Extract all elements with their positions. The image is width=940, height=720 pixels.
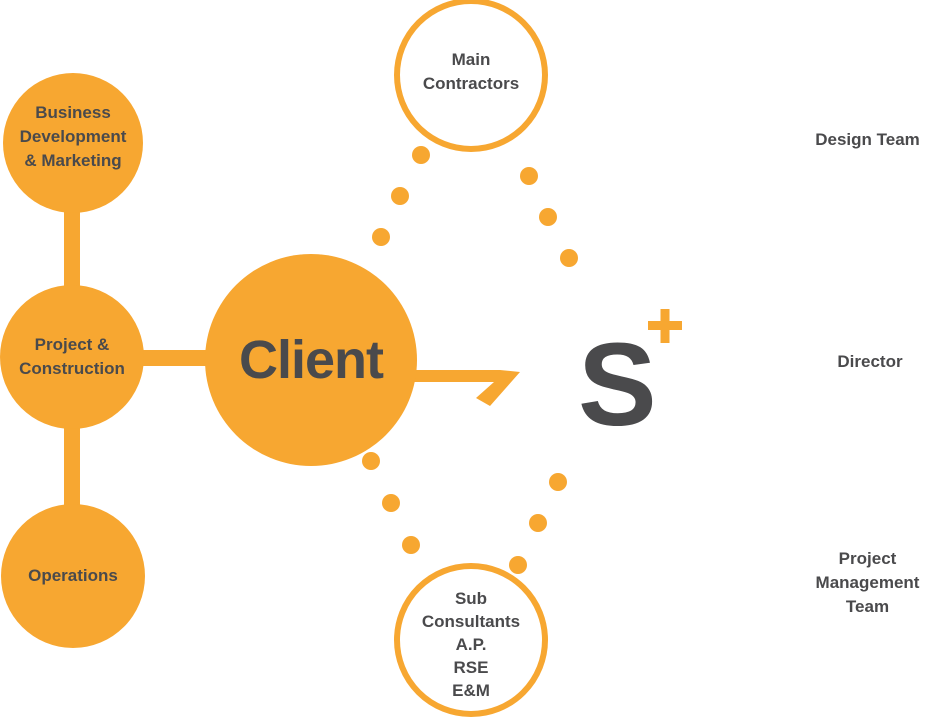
dot (539, 208, 557, 226)
business-development-circle (3, 73, 143, 213)
dot (560, 249, 578, 267)
client-arrow (395, 370, 520, 406)
dot (520, 167, 538, 185)
dot (402, 536, 420, 554)
operations-label: Operations (28, 566, 118, 585)
main-contractors-label: Main Contractors (422, 50, 520, 93)
dot (549, 473, 567, 491)
dot (509, 556, 527, 574)
vertical-connector-top (64, 205, 80, 300)
client-circle (205, 254, 417, 466)
operations-circle (1, 504, 145, 648)
vertical-connector-bottom (64, 425, 80, 515)
main-contractors-circle (394, 0, 548, 152)
logo-letter: S (578, 319, 657, 451)
design-team-label: Design Team (815, 130, 920, 149)
client-label: Client (238, 330, 384, 390)
project-management-team-label: Project Management Team (815, 549, 920, 616)
project-construction-label: Project & Construction (19, 335, 125, 378)
business-development-label: Business Development & Marketing (19, 103, 127, 170)
project-construction-circle (0, 285, 144, 429)
dotted-connectors (362, 146, 578, 574)
dot (382, 494, 400, 512)
dot (362, 452, 380, 470)
dot (391, 187, 409, 205)
horizontal-connector (140, 350, 220, 366)
dot (529, 514, 547, 532)
sub-consultants-circle (394, 563, 548, 717)
dot (412, 146, 430, 164)
logo-plus-mark (648, 309, 682, 343)
director-label: Director (837, 352, 903, 371)
sub-consultants-label: Sub Consultants A.P. RSE E&M (421, 589, 521, 700)
dot (372, 228, 390, 246)
